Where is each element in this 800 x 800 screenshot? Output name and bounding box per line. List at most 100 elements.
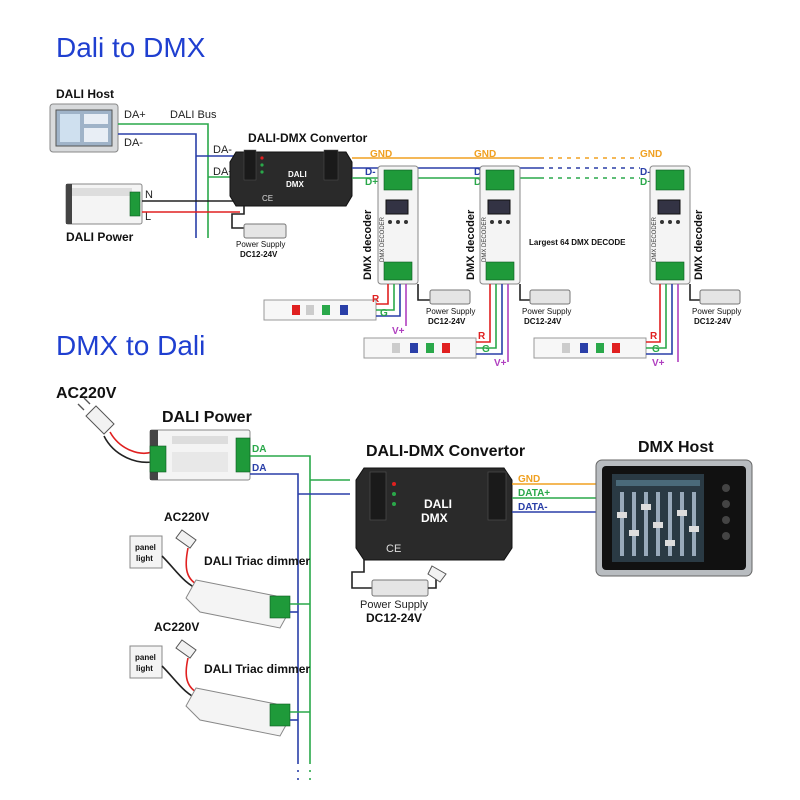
d-minus-label-1: D- [365, 167, 376, 178]
panel-label-2: panel [135, 653, 156, 662]
ac-main-wire-black [103, 435, 153, 464]
light-label-1: light [136, 554, 153, 563]
psu-label-top-3: Power Supply [522, 307, 571, 316]
host-da-plus-label: DA+ [124, 109, 146, 121]
convertor-label-bottom: DALI-DMX Convertor [366, 443, 525, 460]
psu-label-bottom: Power Supply [360, 599, 428, 611]
psu-label-top-4: Power Supply [692, 307, 741, 316]
decoder-inner-3: DMX DECODER [652, 216, 658, 262]
bottom-convertor-psu-wire [351, 560, 372, 589]
decoder-inner-2: DMX DECODER [482, 216, 488, 262]
convertor-psu-wire [231, 206, 245, 229]
gnd-label-1: GND [370, 149, 392, 160]
largest-decode-label: Largest 64 DMX DECODE [529, 238, 626, 247]
psu-brick-top-3 [529, 289, 571, 305]
psu-volt-top-3: DC12-24V [524, 317, 562, 326]
bottom-da1-label: DA [252, 444, 266, 455]
decoder-inner-1: DMX DECODER [380, 216, 386, 262]
dali-bus-wire-blue [118, 133, 197, 238]
psu-volt-top-1: DC12-24V [240, 250, 278, 259]
ac220-main-label: AC220V [56, 385, 117, 402]
dali-triac-dimmer-2 [185, 687, 291, 737]
decoder-label-1: DMX decoder [362, 209, 374, 280]
dali-host-device [49, 103, 119, 153]
strip3-wire-g [646, 284, 667, 349]
decoder2-psu-wire [519, 284, 530, 301]
psu-label-top-2: Power Supply [426, 307, 475, 316]
conv-da-plus-label: DA+ [213, 166, 235, 178]
panel-light-2 [129, 645, 163, 679]
power-l-label: L [145, 211, 151, 223]
ac220-label-2: AC220V [154, 620, 199, 634]
strip1-wire-g [376, 284, 395, 311]
dali-triac-dimmer-1 [185, 579, 291, 629]
bottom-data-minus-label: DATA- [518, 502, 548, 513]
d-plus-label-3: D+ [640, 177, 653, 188]
psu-volt-top-2: DC12-24V [428, 317, 466, 326]
strip2-vplus-label: V+ [494, 358, 507, 369]
host-da-minus-label: DA- [124, 137, 143, 149]
psu-brick-top-1 [243, 223, 287, 239]
strip2-wire-g [476, 284, 497, 349]
dali-dmx-convertor-bottom [355, 467, 513, 561]
strip1-r-label: R [372, 294, 380, 305]
bottom-data-plus-label: DATA+ [518, 488, 550, 499]
ac-plug-2 [175, 639, 197, 659]
convertor-logo2-bottom: DMX [421, 511, 448, 525]
strip1-wire-r [376, 284, 389, 305]
power-n-label: N [145, 189, 153, 201]
ac-plug-main [77, 397, 115, 435]
light-label-2: light [136, 664, 153, 673]
bottom-da-bus-blue [250, 473, 299, 762]
dmx-decoder-1 [377, 165, 419, 285]
convertor-ce-bottom: CE [386, 543, 401, 555]
psu-volt-bottom: DC12-24V [366, 611, 422, 625]
dmx-decoder-2 [479, 165, 521, 285]
psu-brick-top-4 [699, 289, 741, 305]
psu-bottom-mains [428, 576, 437, 589]
convertor-label-top: DALI-DMX Convertor [248, 131, 368, 145]
strip1-wire-b [376, 284, 401, 317]
strip3-wire-b [646, 284, 673, 355]
decoder3-psu-wire [689, 284, 700, 301]
led-strip-1 [263, 299, 377, 321]
psu-brick-top-2 [429, 289, 471, 305]
gnd-label-2: GND [474, 149, 496, 160]
bottom-gnd-label: GND [518, 474, 540, 485]
led-strip-3 [533, 337, 647, 359]
ac-main-wire-red [109, 431, 153, 454]
strip2-r-label: R [478, 331, 486, 342]
triac-label-1: DALI Triac dimmer [204, 554, 310, 568]
dali-host-label: DALI Host [56, 87, 114, 101]
conv-da-minus-label: DA- [213, 144, 232, 156]
panel-light-1 [129, 535, 163, 569]
dali-power-label-bottom: DALI Power [162, 409, 252, 426]
panel-label-1: panel [135, 543, 156, 552]
section-title-dali-to-dmx: Dali to DMX [56, 32, 206, 63]
gnd-label-3: GND [640, 149, 662, 160]
decoder1-psu-wire [417, 284, 430, 301]
strip3-wire-r [646, 284, 661, 343]
decoder-label-2: DMX decoder [465, 209, 477, 280]
strip3-r-label: R [650, 331, 658, 342]
decoder-label-3: DMX decoder [693, 209, 705, 280]
psu-label-top-1: Power Supply [236, 240, 285, 249]
strip2-g-label: G [482, 344, 490, 355]
bottom-da2-label: DA [252, 463, 266, 474]
bottom-da-bus-green [250, 455, 311, 762]
d-minus-label-3: D- [640, 167, 651, 178]
convertor-logo-bottom: DALI [424, 497, 452, 511]
dali-power-label-top: DALI Power [66, 230, 134, 244]
d-plus-label-1: D+ [365, 177, 378, 188]
triac-label-2: DALI Triac dimmer [204, 662, 310, 676]
dmx-host-device [595, 459, 753, 577]
convertor-logo-top: DALI [288, 170, 307, 179]
strip1-g-label: G [380, 308, 388, 319]
strip2-wire-b [476, 284, 503, 355]
dmx-host-label: DMX Host [638, 439, 714, 456]
psu-volt-top-4: DC12-24V [694, 317, 732, 326]
dali-bus-wire-green [118, 123, 209, 238]
strip2-wire-r [476, 284, 491, 343]
dmx-decoder-3 [649, 165, 691, 285]
